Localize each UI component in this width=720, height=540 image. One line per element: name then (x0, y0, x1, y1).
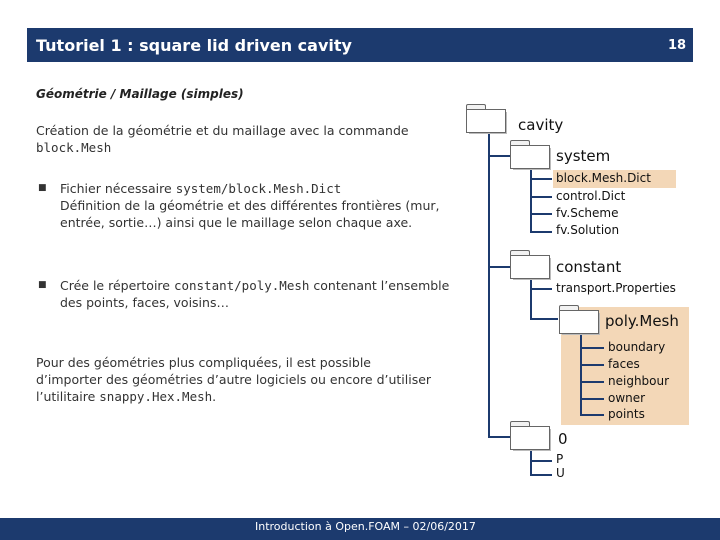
file-label: fv.Solution (556, 223, 620, 237)
file-label: block.Mesh.Dict (556, 171, 651, 185)
footer-text: Introduction à Open.FOAM – 02/06/2017 (255, 520, 476, 533)
file-label: points (608, 407, 645, 421)
slide-title: Tutoriel 1 : square lid driven cavity (36, 36, 352, 55)
tree-line-system (488, 155, 512, 157)
bullet-1-text: Fichier nécessaire (60, 181, 176, 196)
tree-branch (530, 178, 552, 180)
file-label: fv.Scheme (556, 206, 619, 220)
folder-label-polymesh: poly.Mesh (605, 312, 679, 330)
bullet-2-description: contenant l’ensemble des points, faces, … (60, 278, 450, 310)
section-title: Géométrie / Maillage (simples) (36, 87, 244, 101)
intro-paragraph: Création de la géométrie et du maillage … (36, 122, 416, 156)
slide-number: 18 (668, 38, 687, 53)
bullet-1: Fichier nécessaire system/block.Mesh.Dic… (60, 180, 460, 231)
tree-branch (530, 460, 552, 462)
tree-line-polymesh-files (580, 330, 582, 416)
tree-branch (530, 288, 552, 290)
tree-branch (580, 398, 604, 400)
tree-branch (580, 381, 604, 383)
tree-branch (580, 364, 604, 366)
bullet-2-code: constant/poly.Mesh (173, 278, 310, 293)
tree-line-zero (488, 436, 512, 438)
folder-label-constant: constant (556, 258, 622, 276)
tree-branch (580, 347, 604, 349)
tree-branch (530, 231, 552, 233)
tree-branch (530, 213, 552, 215)
highlight-blockmeshdict (553, 170, 676, 188)
bullet-marker: ■ (38, 183, 47, 193)
file-label: transport.Properties (556, 281, 676, 295)
outro-text: Pour des géométries plus compliquées, il… (36, 355, 432, 404)
outro-paragraph: Pour des géométries plus compliquées, il… (36, 354, 436, 405)
footer-bar (0, 518, 720, 540)
tree-branch (580, 414, 604, 416)
file-label: faces (608, 357, 640, 371)
tree-line-root (488, 132, 490, 438)
tree-line-constant (488, 266, 512, 268)
tree-branch (530, 196, 552, 198)
tree-branch (530, 318, 558, 320)
file-label: boundary (608, 340, 666, 354)
outro-end: . (212, 389, 217, 404)
bullet-1-description: Définition de la géométrie et des différ… (60, 198, 440, 230)
intro-code: block.Mesh (36, 140, 112, 155)
tree-line-system-files (530, 165, 532, 233)
file-label: U (556, 466, 565, 480)
outro-code: snappy.Hex.Mesh (99, 389, 213, 404)
bullet-1-code: system/block.Mesh.Dict (175, 181, 342, 196)
folder-label-system: system (556, 147, 611, 165)
tree-line-constant-files (530, 276, 532, 320)
file-label: owner (608, 391, 646, 405)
file-label: control.Dict (556, 189, 626, 203)
bullet-2: Crée le répertoire constant/poly.Mesh co… (60, 277, 450, 311)
intro-text: Création de la géométrie et du maillage … (36, 123, 409, 138)
folder-label-cavity: cavity (518, 116, 564, 134)
file-label: P (556, 452, 564, 466)
tree-branch (530, 474, 552, 476)
title-bar (27, 28, 693, 62)
file-label: neighbour (608, 374, 670, 388)
bullet-marker: ■ (38, 280, 47, 290)
folder-label-zero: 0 (558, 430, 568, 448)
bullet-2-text: Crée le répertoire (60, 278, 174, 293)
